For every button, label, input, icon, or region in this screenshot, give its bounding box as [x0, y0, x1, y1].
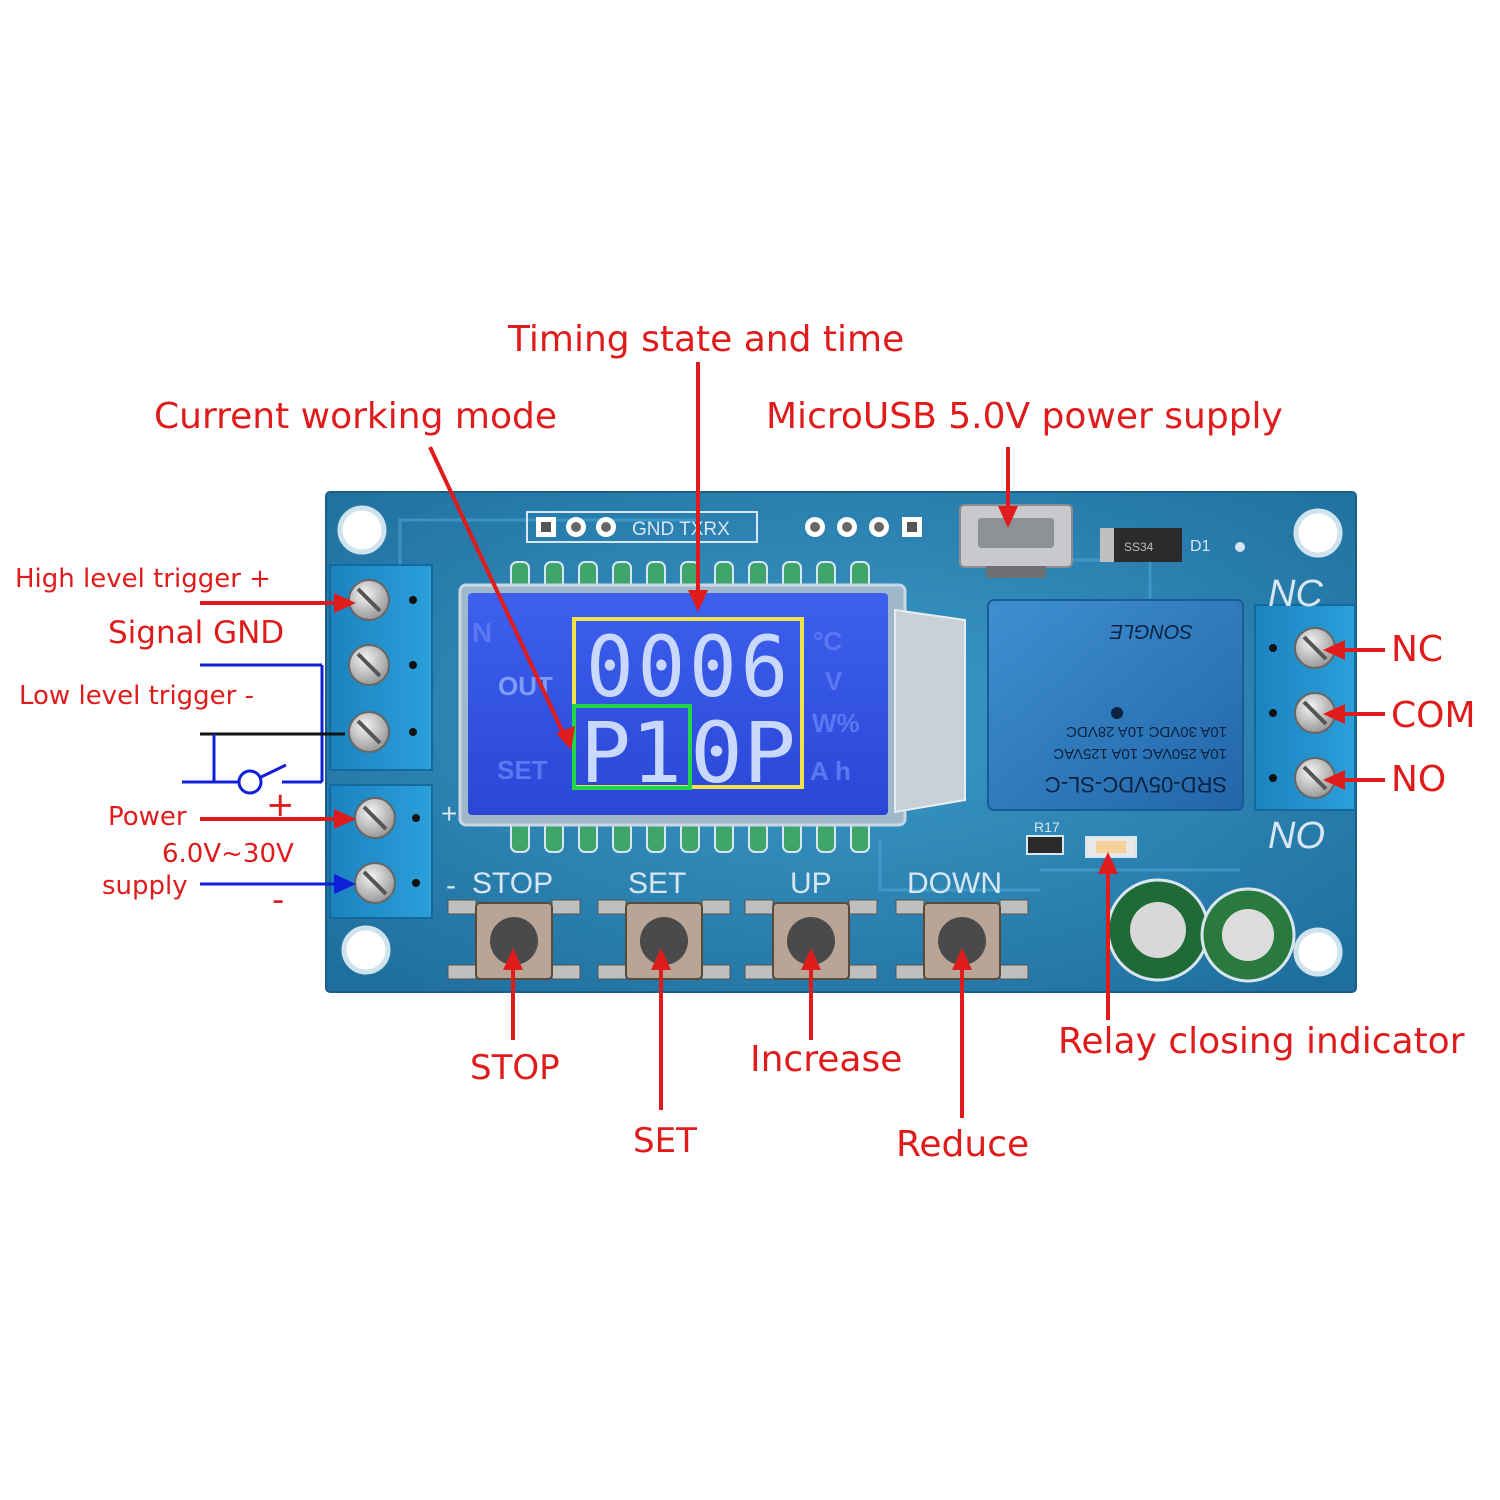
callout-low-trigger: Low level trigger - — [19, 681, 255, 711]
callout-stop: STOP — [470, 1048, 560, 1088]
svg-text:W%: W% — [812, 708, 860, 738]
relay — [987, 599, 1244, 811]
header-pins — [526, 511, 922, 543]
svg-text:SS34: SS34 — [1124, 540, 1154, 554]
svg-text:V: V — [825, 666, 843, 696]
callout-power-minus: - — [272, 880, 285, 920]
callout-no: NO — [1391, 759, 1447, 800]
callout-supply: supply — [102, 871, 188, 901]
input-terminal-block — [329, 564, 433, 771]
callout-power-plus: + — [266, 785, 295, 825]
callout-high-trigger: High level trigger + — [15, 564, 271, 594]
svg-text:SONGLE: SONGLE — [1109, 620, 1193, 642]
svg-text:R17: R17 — [1034, 819, 1060, 835]
svg-text:SET: SET — [628, 867, 686, 900]
callout-power-voltage: 6.0V~30V — [162, 839, 294, 869]
svg-text:N: N — [472, 617, 492, 648]
svg-text:D1: D1 — [1190, 538, 1211, 555]
resistor — [1026, 835, 1064, 855]
svg-text:A h: A h — [810, 756, 851, 786]
lcd-pins-bottom — [510, 821, 870, 853]
callout-set: SET — [633, 1121, 697, 1161]
callout-microusb: MicroUSB 5.0V power supply — [766, 396, 1283, 437]
svg-text:°C: °C — [813, 626, 842, 656]
relay-no-silk: NO — [1268, 815, 1325, 857]
relay-nc-silk: NC — [1268, 573, 1323, 615]
callout-working-mode: Current working mode — [154, 396, 557, 437]
svg-text:SRD-05VDC-SL-C: SRD-05VDC-SL-C — [1045, 772, 1227, 797]
callout-signal-gnd: Signal GND — [108, 615, 285, 651]
svg-text:-: - — [446, 869, 456, 902]
capacitors — [1106, 878, 1296, 983]
push-buttons — [447, 899, 1029, 980]
callout-nc: NC — [1391, 629, 1444, 670]
callout-timing-state: Timing state and time — [508, 319, 905, 360]
svg-text:DOWN: DOWN — [907, 867, 1002, 900]
callout-increase: Increase — [750, 1039, 903, 1080]
callout-arrowheads — [334, 506, 1345, 970]
svg-text:+: + — [441, 798, 457, 829]
svg-text:10A 30VDC 10A 28VDC: 10A 30VDC 10A 28VDC — [1066, 723, 1227, 740]
supply-arrowhead — [334, 874, 356, 894]
lcd-time-digits: 0006 — [586, 618, 792, 716]
svg-text:UP: UP — [790, 867, 832, 900]
callout-power: Power — [108, 802, 187, 832]
trigger-wiring — [182, 663, 345, 886]
microusb-port — [959, 504, 1073, 578]
svg-text:10A 250VAC 10A 125VAC: 10A 250VAC 10A 125VAC — [1053, 745, 1227, 762]
callout-relay-indicator: Relay closing indicator — [1058, 1021, 1465, 1062]
callout-reduce: Reduce — [896, 1124, 1030, 1165]
callout-com: COM — [1391, 695, 1476, 736]
svg-text:SET: SET — [497, 755, 548, 785]
mode-highlight-box — [572, 704, 692, 790]
power-terminal-block — [329, 784, 433, 919]
header-pin-label: GND TXRX — [632, 519, 730, 540]
svg-text:STOP: STOP — [472, 867, 553, 900]
mounting-holes — [337, 505, 1343, 977]
